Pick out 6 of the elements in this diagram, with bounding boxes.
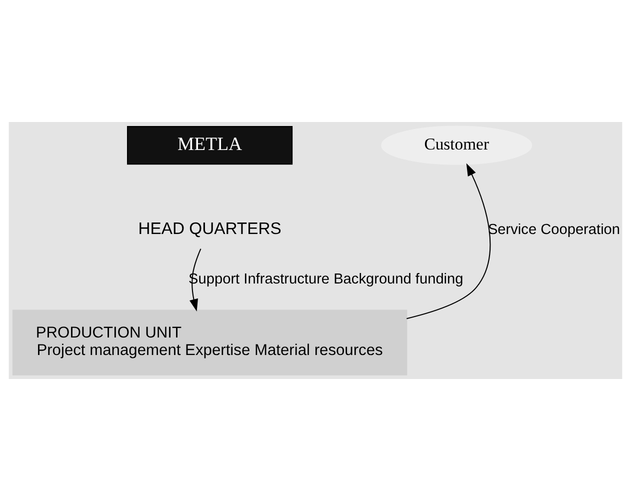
node-box: METLA <box>127 126 293 164</box>
node-text: HEAD QUARTERS <box>138 218 282 238</box>
node-ellipse: Customer <box>381 125 532 164</box>
arrow <box>406 162 491 319</box>
arrow <box>190 248 202 312</box>
node-box: PRODUCTION UNIT Project management Expertise Material resources <box>12 309 408 375</box>
